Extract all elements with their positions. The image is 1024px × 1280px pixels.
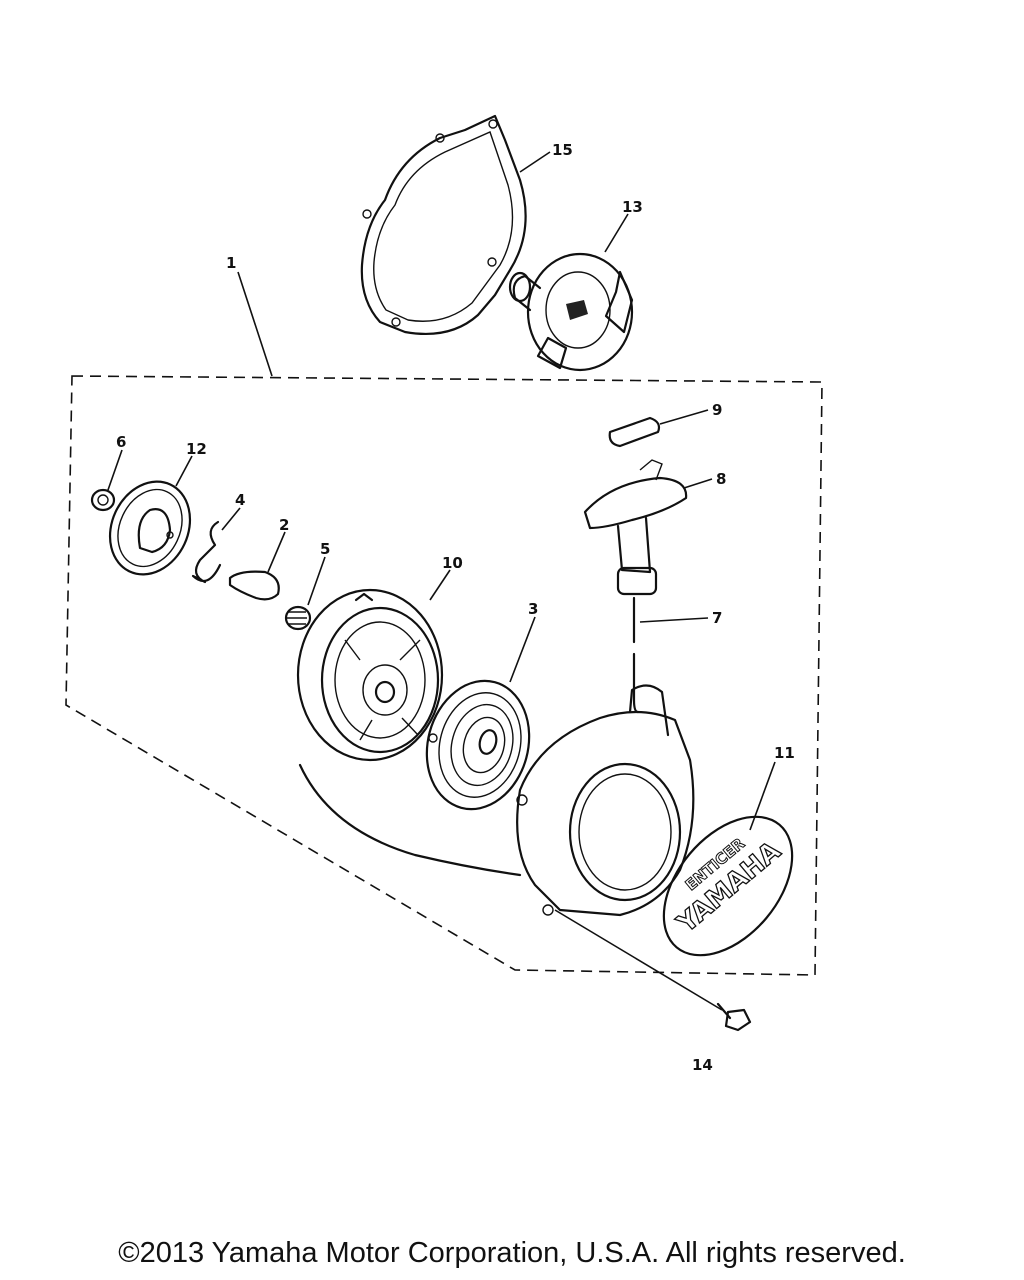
callout-14: 14 [692,1056,713,1074]
leader-5 [307,556,326,606]
leader-1 [237,271,273,377]
assembly-boundary-dashed [65,375,823,976]
gasket-part [360,114,527,336]
friction-plate-part [108,480,192,576]
leader-9 [659,409,709,425]
pawl-part [228,570,280,601]
leader-4 [221,507,241,531]
callout-13: 13 [622,198,643,216]
callout-9: 9 [712,401,722,419]
bolt-part [716,1002,752,1032]
handle-cap-part [608,416,661,448]
leader-8 [683,478,713,489]
yamaha-emblem-part: YAMAHA ENTICER [662,815,794,957]
rope-reel-part [296,588,444,762]
leader-6 [107,449,123,491]
callout-6: 6 [116,433,126,451]
nut-part [90,488,116,512]
leader-10 [429,569,451,601]
starter-pulley-part [508,252,634,372]
callout-15: 15 [552,141,573,159]
leader-11 [749,761,776,831]
starter-case-part [516,684,695,917]
handle-rope-part [632,596,640,714]
callout-7: 7 [712,609,722,627]
spring-clip-part [191,520,222,584]
recoil-starter-exploded-diagram: YAMAHA ENTICER 1 15 13 6 12 4 2 5 10 3 9 [65,114,823,1074]
callout-3: 3 [528,600,538,618]
callout-8: 8 [716,470,726,488]
copyright-notice: ©2013 Yamaha Motor Corporation, U.S.A. A… [118,1237,906,1269]
callout-1: 1 [226,254,236,272]
pawl-spring-part [284,605,312,631]
leader-7 [639,617,709,623]
leader-3 [509,616,536,683]
leader-2 [267,531,286,573]
starter-rope [298,763,522,877]
callout-12: 12 [186,440,207,458]
leader-15 [519,151,551,173]
spiral-spring-part [425,679,531,811]
callout-10: 10 [442,554,463,572]
leader-12 [175,455,193,487]
callout-5: 5 [320,540,330,558]
leader-14 [554,909,723,1011]
callout-11: 11 [774,744,795,762]
leader-13 [604,213,629,253]
starter-handle-part [583,459,688,596]
callout-4: 4 [235,491,245,509]
callout-2: 2 [279,516,289,534]
